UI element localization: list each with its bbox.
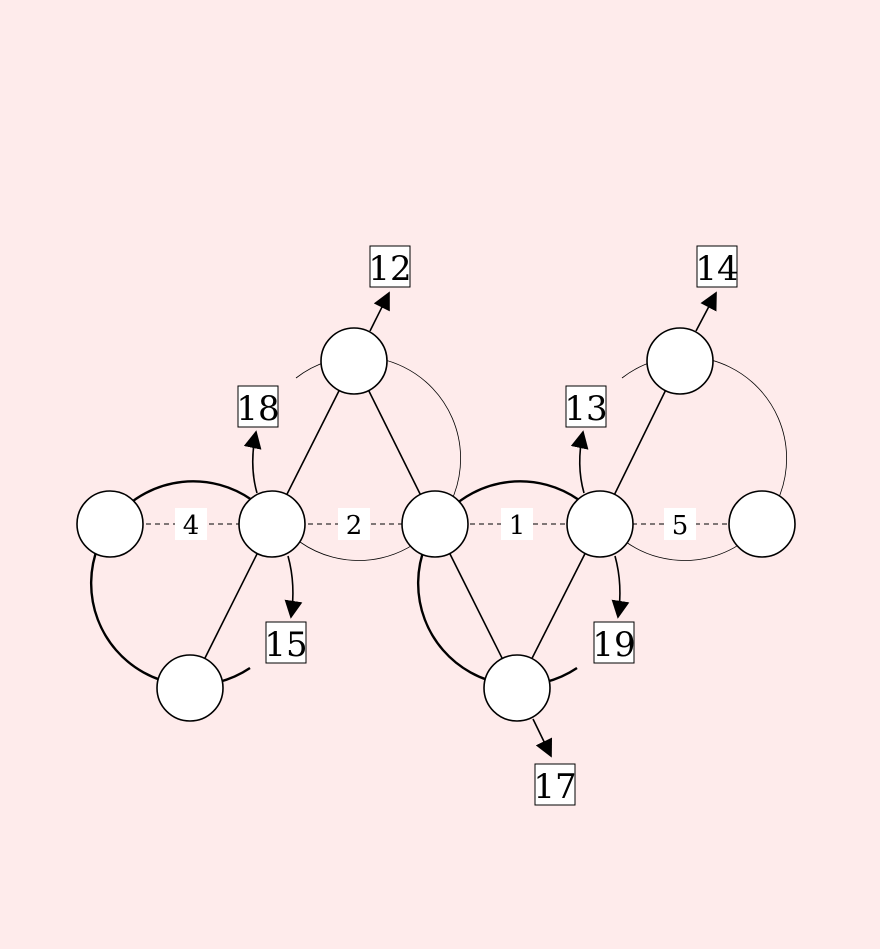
- node: [238, 490, 306, 558]
- output-box-17: 17: [533, 763, 577, 807]
- edge-label-text: 2: [346, 511, 363, 541]
- output-box-19: 19: [592, 621, 636, 665]
- output-label: 19: [592, 625, 635, 665]
- output-label: 14: [695, 249, 738, 289]
- node: [566, 490, 634, 558]
- output-box-18: 18: [236, 385, 280, 429]
- arrow-15: [284, 555, 303, 619]
- output-label: 12: [368, 249, 411, 289]
- edge-label-2: 2: [338, 508, 370, 541]
- edge-label-text: 1: [509, 511, 526, 541]
- arrow-17: [532, 718, 553, 758]
- arrow-12: [369, 291, 390, 332]
- node: [646, 327, 714, 395]
- node: [728, 490, 796, 558]
- output-box-13: 13: [564, 385, 608, 429]
- output-box-15: 15: [264, 621, 308, 665]
- arrow-19: [611, 555, 630, 619]
- output-label: 15: [264, 625, 307, 665]
- edge-label-4: 4: [175, 508, 207, 541]
- edge-label-text: 4: [183, 511, 200, 541]
- node: [401, 490, 469, 558]
- node: [156, 654, 224, 722]
- node: [483, 654, 551, 722]
- arrow-18: [243, 430, 262, 494]
- edge-label-text: 5: [672, 511, 689, 541]
- output-box-14: 14: [695, 245, 739, 289]
- arrow-13: [570, 430, 589, 494]
- output-label: 17: [533, 767, 576, 807]
- arrow-14: [695, 291, 717, 332]
- node: [76, 490, 144, 558]
- output-box-12: 12: [368, 245, 412, 289]
- edge-label-1: 1: [501, 508, 533, 541]
- output-label: 13: [564, 389, 607, 429]
- node: [320, 327, 388, 395]
- output-label: 18: [236, 389, 279, 429]
- edge-label-5: 5: [664, 508, 696, 541]
